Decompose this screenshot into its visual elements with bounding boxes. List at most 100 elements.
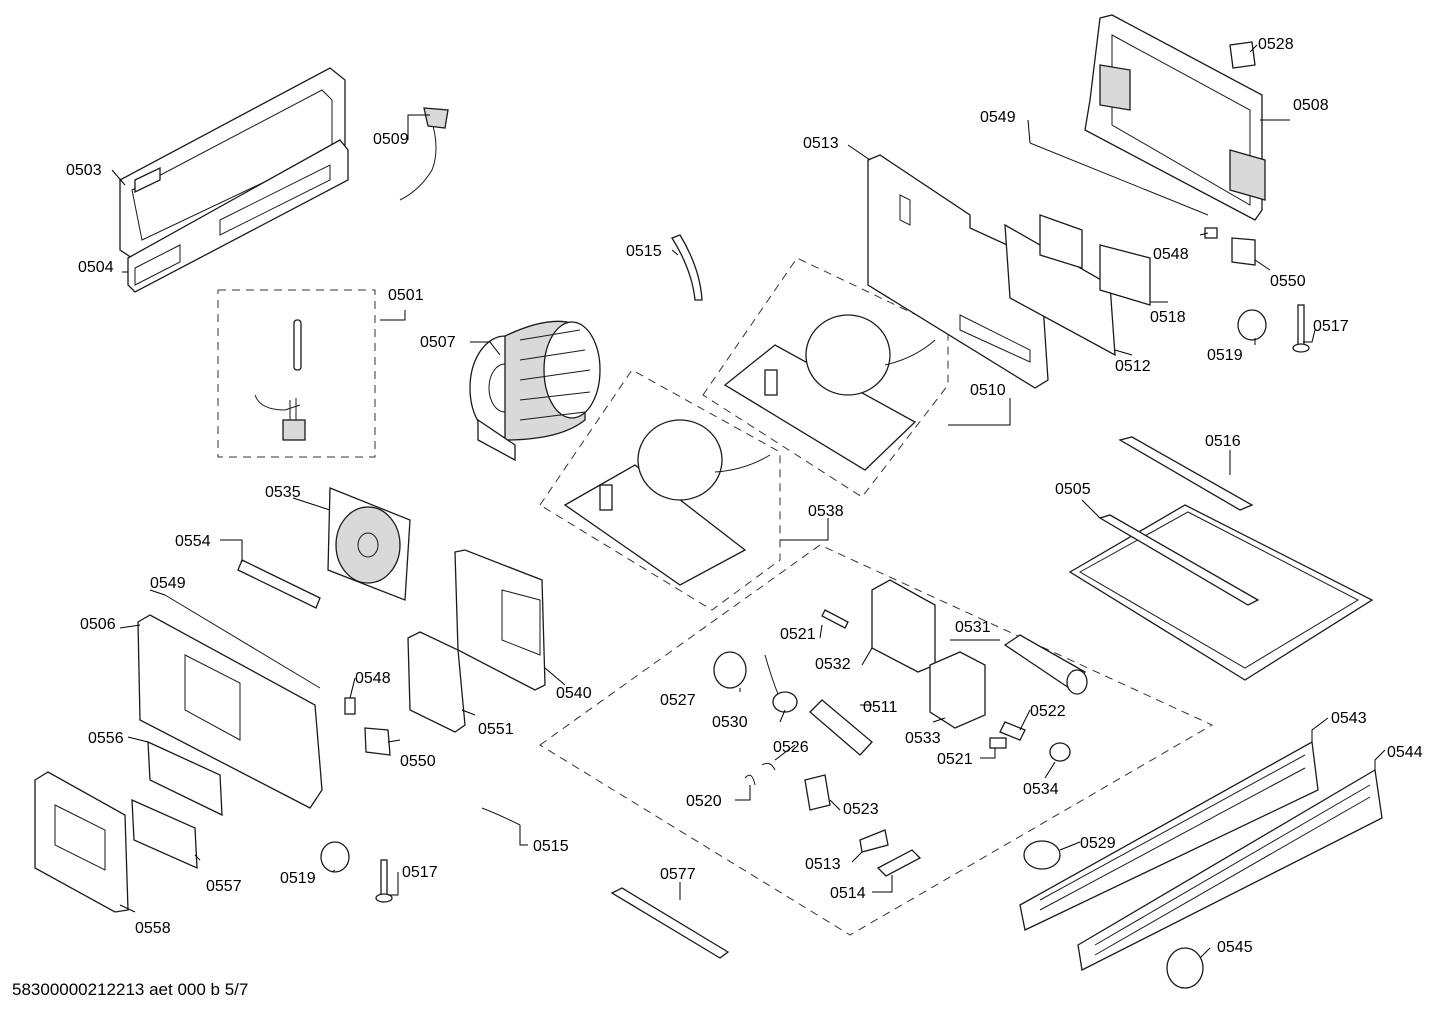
label-0529: 0529 [1080, 835, 1116, 852]
label-0520: 0520 [686, 793, 722, 810]
group-outline-electrical [539, 544, 1214, 936]
screw-0517-bottom [375, 859, 393, 903]
thermostat-0501 [254, 319, 306, 441]
clip-0550-top [1231, 237, 1256, 266]
label-0538: 0538 [808, 503, 844, 520]
leader-lines [111, 44, 1386, 959]
label-0577: 0577 [660, 866, 696, 883]
cover-0558 [34, 771, 129, 913]
label-0518: 0518 [1150, 309, 1186, 326]
clip-0526 [761, 762, 776, 771]
label-0532: 0532 [815, 656, 851, 673]
label-0517-bottom: 0517 [402, 864, 438, 881]
label-0517-top: 0517 [1313, 318, 1349, 335]
housing-0508 [1084, 14, 1266, 221]
label-0521-bottom: 0521 [937, 751, 973, 768]
capacitor-0531 [1003, 634, 1088, 695]
label-0521-top: 0521 [780, 626, 816, 643]
board-0551 [407, 631, 466, 733]
fan-0535 [327, 487, 411, 601]
grille-0543 [1019, 740, 1319, 931]
grille-0544 [1077, 768, 1383, 971]
label-0548-top: 0548 [1153, 246, 1189, 263]
board-0557 [131, 798, 198, 870]
label-0508: 0508 [1293, 97, 1329, 114]
hose-0577 [610, 887, 730, 959]
knob-0529 [1023, 840, 1061, 870]
label-0501: 0501 [388, 287, 424, 304]
label-0549-top: 0549 [980, 109, 1016, 126]
tube-0554 [237, 559, 321, 609]
label-0544: 0544 [1387, 744, 1423, 761]
label-0550-mid: 0550 [400, 753, 436, 770]
label-0503: 0503 [66, 162, 102, 179]
hose-0515-bottom [481, 807, 521, 826]
label-0513-bottom: 0513 [805, 856, 841, 873]
document-id: 58300000212213 aet 000 b 5/7 [12, 980, 249, 999]
label-0510: 0510 [970, 382, 1006, 399]
label-0516: 0516 [1205, 433, 1241, 450]
board-0540 [454, 549, 546, 691]
cap-0545 [1166, 947, 1204, 989]
compressor-0510 [723, 314, 936, 471]
label-0550-top: 0550 [1270, 273, 1306, 290]
label-0543: 0543 [1331, 710, 1367, 727]
label-0527: 0527 [660, 692, 696, 709]
label-0522: 0522 [1030, 703, 1066, 720]
filter-0511 [809, 699, 873, 756]
label-0511: 0511 [863, 699, 898, 716]
connector-0534 [1049, 742, 1071, 762]
label-0523: 0523 [843, 801, 879, 818]
label-0554: 0554 [175, 533, 211, 550]
compressor-0538 [563, 419, 771, 586]
label-0509: 0509 [373, 131, 409, 148]
label-0513-top: 0513 [803, 135, 839, 152]
label-0551: 0551 [478, 721, 514, 738]
label-0549-mid: 0549 [150, 575, 186, 592]
label-0534: 0534 [1023, 781, 1059, 798]
part-0528 [1229, 41, 1256, 69]
plate-0514 [876, 849, 922, 877]
label-0512: 0512 [1115, 358, 1151, 375]
clip-0550-mid [364, 727, 391, 756]
sensor-0548-top [1204, 227, 1218, 239]
label-0506: 0506 [80, 616, 116, 633]
label-0557: 0557 [206, 878, 242, 895]
panel-0504 [127, 139, 349, 293]
label-0519-top: 0519 [1207, 347, 1243, 364]
label-0545: 0545 [1217, 939, 1253, 956]
label-0558: 0558 [135, 920, 171, 937]
frame-0506 [137, 594, 323, 809]
label-0526: 0526 [773, 739, 809, 756]
fuse-0521-top [821, 609, 849, 629]
foot-0519-top [1237, 309, 1267, 341]
label-0504: 0504 [78, 259, 114, 276]
cable-0530 [764, 654, 798, 713]
label-0556: 0556 [88, 730, 124, 747]
fuse-0522 [999, 721, 1026, 741]
box-0533 [929, 651, 986, 729]
tray-0505 [1068, 504, 1374, 681]
label-0530: 0530 [712, 714, 748, 731]
label-0533: 0533 [905, 730, 941, 747]
strip-0516 [1118, 436, 1254, 511]
rod-0549-top [1029, 142, 1209, 216]
tee-0513 [859, 829, 889, 853]
capacitors-0518 [1039, 214, 1151, 306]
condenser-coil-0507 [469, 320, 601, 462]
part-labels: 0503 0504 0501 0509 0507 0515 0513 0549 … [66, 36, 1423, 956]
sensor-0548-mid [344, 697, 356, 715]
power-cord-0509 [399, 107, 449, 201]
valve-0523 [804, 774, 831, 811]
label-0540: 0540 [556, 685, 592, 702]
label-0515-bottom: 0515 [533, 838, 569, 855]
group-outline-0501 [217, 289, 376, 458]
label-0514: 0514 [830, 885, 866, 902]
hose-0515-top [671, 234, 703, 301]
label-0528: 0528 [1258, 36, 1294, 53]
fuse-0521-bottom [989, 737, 1007, 749]
label-0519-bottom: 0519 [280, 870, 316, 887]
foot-0519-bottom [320, 841, 350, 873]
clip-0520 [744, 774, 756, 786]
